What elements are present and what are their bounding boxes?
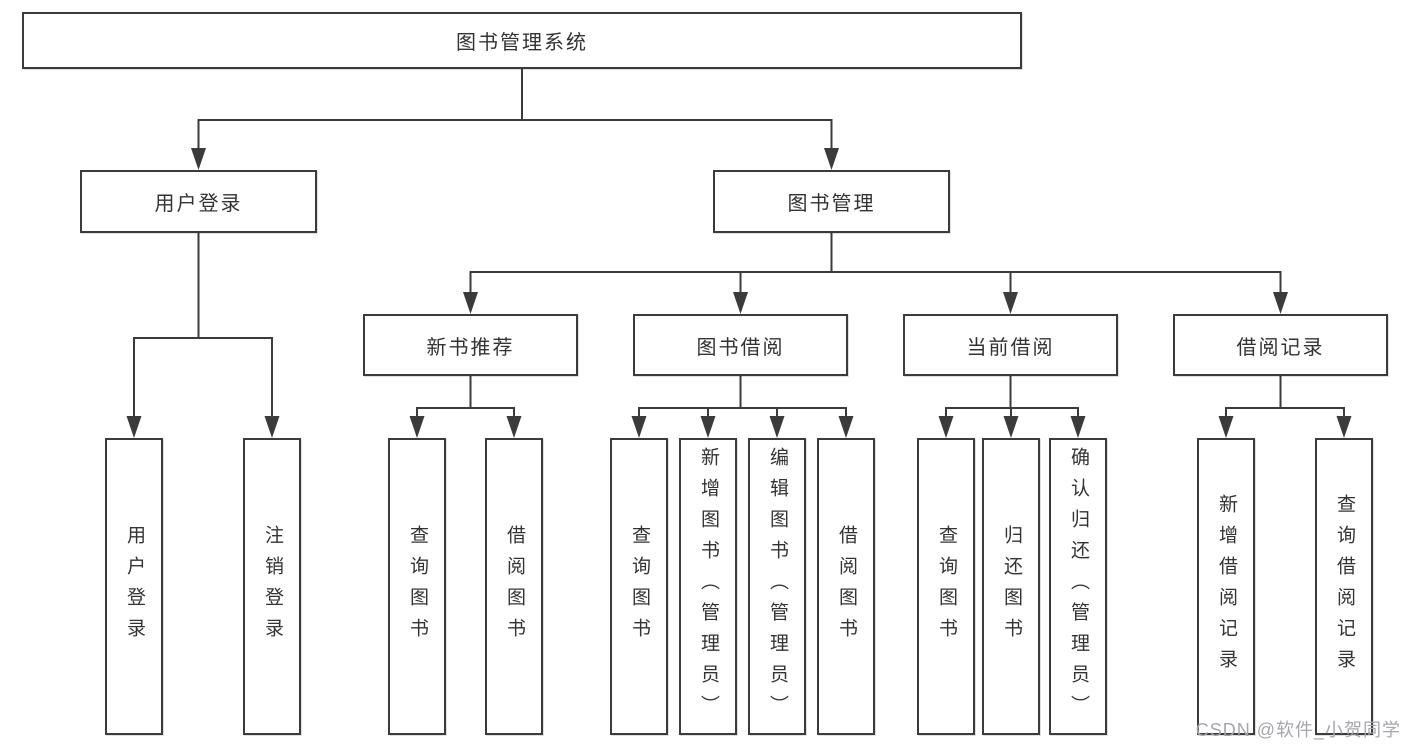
node-label: 借阅图书 [835,524,857,649]
node-book-borrow: 图书借阅 [633,314,848,376]
node-leaf-add-book-admin: 新增图书（管理员） [679,438,737,735]
node-leaf-logout: 注销登录 [243,438,301,735]
node-label: 查询图书 [406,524,428,649]
node-leaf-user-login: 用户登录 [105,438,163,735]
connector-new-book-recommend-to-leaves [409,376,522,438]
node-new-book-recommend: 新书推荐 [363,314,578,376]
node-leaf-return-book: 归还图书 [982,438,1040,735]
node-borrow-record: 借阅记录 [1173,314,1388,376]
node-leaf-edit-book-admin: 编辑图书（管理员） [748,438,806,735]
node-label: 新增图书（管理员） [697,447,719,726]
node-label: 编辑图书（管理员） [766,447,788,726]
node-leaf-query-book-current: 查询图书 [917,438,975,735]
node-library-management-system: 图书管理系统 [22,12,1022,69]
node-book-management: 图书管理 [713,170,950,233]
node-label: 确认归还（管理员） [1067,447,1089,726]
node-label: 借阅记录 [1236,336,1325,359]
node-leaf-query-book-borrow: 查询图书 [610,438,668,735]
connector-borrow-record-to-leaves [1218,376,1352,438]
connector-root-to-level2 [191,69,839,170]
node-leaf-query-borrow-record: 查询借阅记录 [1315,438,1373,735]
node-label: 新书推荐 [426,336,515,359]
node-leaf-borrow-book: 借阅图书 [817,438,875,735]
node-label: 图书借阅 [696,336,785,359]
connector-book-management-to-level3 [463,233,1288,314]
node-label: 归还图书 [1000,524,1022,649]
node-current-borrow: 当前借阅 [903,314,1118,376]
node-leaf-borrow-book-recommend: 借阅图书 [485,438,543,735]
csdn-watermark: CSDN @软件_小贺同学 [1195,720,1401,740]
node-label: 注销登录 [261,524,283,649]
node-label: 用户登录 [123,524,145,649]
node-user-login: 用户登录 [80,170,317,233]
connector-user-login-to-leaves [126,233,280,438]
node-label: 查询图书 [935,524,957,649]
node-label: 借阅图书 [503,524,525,649]
node-label: 新增借阅记录 [1215,493,1237,680]
node-label: 图书管理 [787,193,876,215]
node-leaf-confirm-return-admin: 确认归还（管理员） [1049,438,1107,735]
node-label: 查询借阅记录 [1333,493,1355,680]
node-label: 图书管理系统 [456,32,588,54]
node-leaf-query-book-recommend: 查询图书 [388,438,446,735]
connector-book-borrow-to-leaves [631,376,854,438]
node-label: 当前借阅 [966,336,1055,359]
connector-current-borrow-to-leaves [938,376,1086,438]
node-leaf-add-borrow-record: 新增借阅记录 [1197,438,1255,735]
node-label: 用户登录 [154,193,243,215]
node-label: 查询图书 [628,524,650,649]
